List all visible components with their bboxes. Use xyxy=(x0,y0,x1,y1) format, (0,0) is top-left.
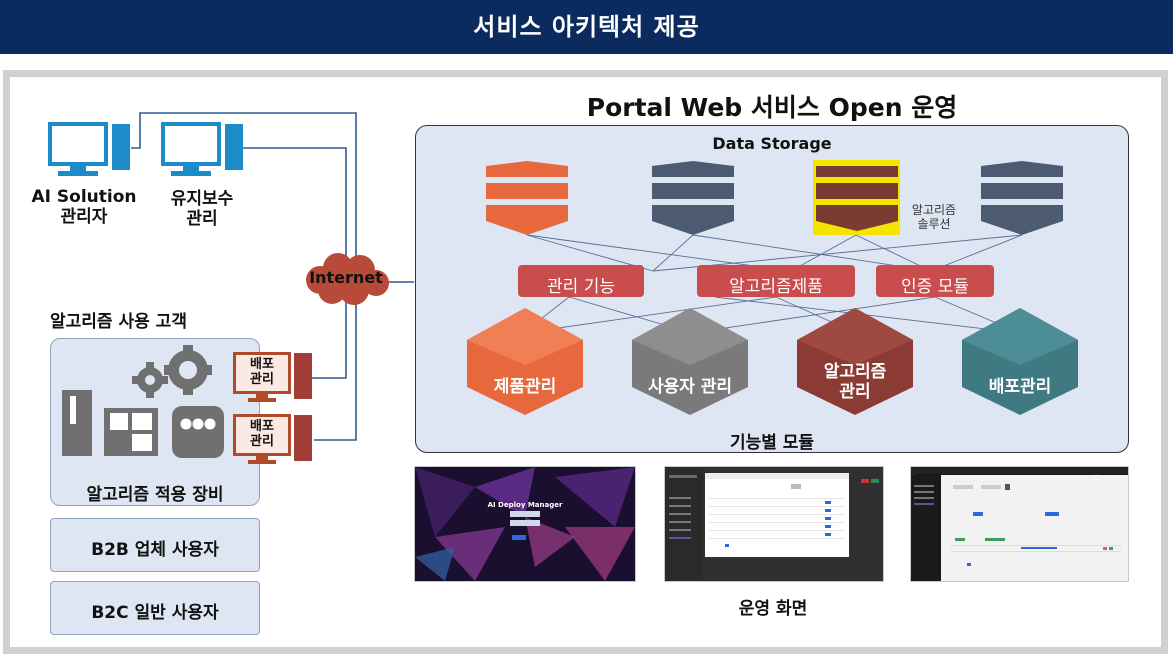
b2c-user-box xyxy=(50,581,260,635)
admin-table-screenshot xyxy=(664,466,884,582)
database-icon xyxy=(486,161,568,235)
page-title: 서비스 아키텍처 제공 xyxy=(473,13,700,41)
database-icon xyxy=(652,161,734,235)
data-storage-title: Data Storage xyxy=(712,134,832,153)
customer-title: 알고리즘 사용 고객 xyxy=(50,312,187,332)
maintenance-label: 유지보수 관리 xyxy=(170,189,234,229)
module-cube xyxy=(797,308,913,415)
equipment-illustration xyxy=(62,345,224,458)
algorithm-database-icon xyxy=(813,160,900,235)
architecture-diagram xyxy=(467,160,1078,415)
function-box xyxy=(697,265,855,297)
function-label: 관리 기능 xyxy=(547,277,615,297)
internet-label: Internet xyxy=(309,268,383,287)
deploy-screenshot xyxy=(910,466,1129,582)
deploy-device-label: 배포 관리 xyxy=(250,419,274,449)
internet-cloud-icon xyxy=(306,253,389,305)
login-screenshot: AI Deploy Manager xyxy=(414,466,636,582)
header-bar xyxy=(0,0,1173,54)
module-label: 제품관리 xyxy=(493,377,557,397)
deploy-device-icon xyxy=(233,352,312,402)
equipment-caption: 알고리즘 적용 장비 xyxy=(86,485,224,505)
module-label: 사용자 관리 xyxy=(647,377,733,397)
modules-caption: 기능별 모듈 xyxy=(729,433,815,453)
deploy-device-label: 배포 관리 xyxy=(250,357,274,387)
module-cube xyxy=(962,308,1078,415)
function-box xyxy=(876,265,994,297)
module-label: 알고리즘 관리 xyxy=(823,362,887,402)
screens-caption: 운영 화면 xyxy=(738,599,808,619)
b2b-user-box xyxy=(50,518,260,572)
b2b-user-label: B2B 업체 사용자 xyxy=(91,540,219,560)
gear-icon xyxy=(137,350,208,393)
portal-title: Portal Web 서비스 Open 운영 xyxy=(586,93,958,122)
function-label: 인증 모듈 xyxy=(901,277,969,297)
deploy-device-icon xyxy=(233,414,312,464)
function-label: 알고리즘제품 xyxy=(729,277,823,297)
function-box xyxy=(518,265,644,297)
module-cube xyxy=(467,308,583,415)
database-icon xyxy=(981,161,1063,235)
b2c-user-label: B2C 일반 사용자 xyxy=(91,603,219,623)
algorithm-solution-note: 알고리즘 솔루션 xyxy=(911,203,957,231)
login-screen-art xyxy=(415,467,635,581)
computer-icon xyxy=(48,122,130,176)
login-app-title: AI Deploy Manager xyxy=(487,501,563,509)
admin-table-art xyxy=(665,467,879,581)
module-label: 배포관리 xyxy=(988,377,1052,397)
computer-icon xyxy=(161,122,243,176)
module-cube xyxy=(632,308,748,415)
deploy-screen-art xyxy=(911,467,1128,581)
ai-solution-admin-label: AI Solution 관리자 xyxy=(31,187,137,227)
